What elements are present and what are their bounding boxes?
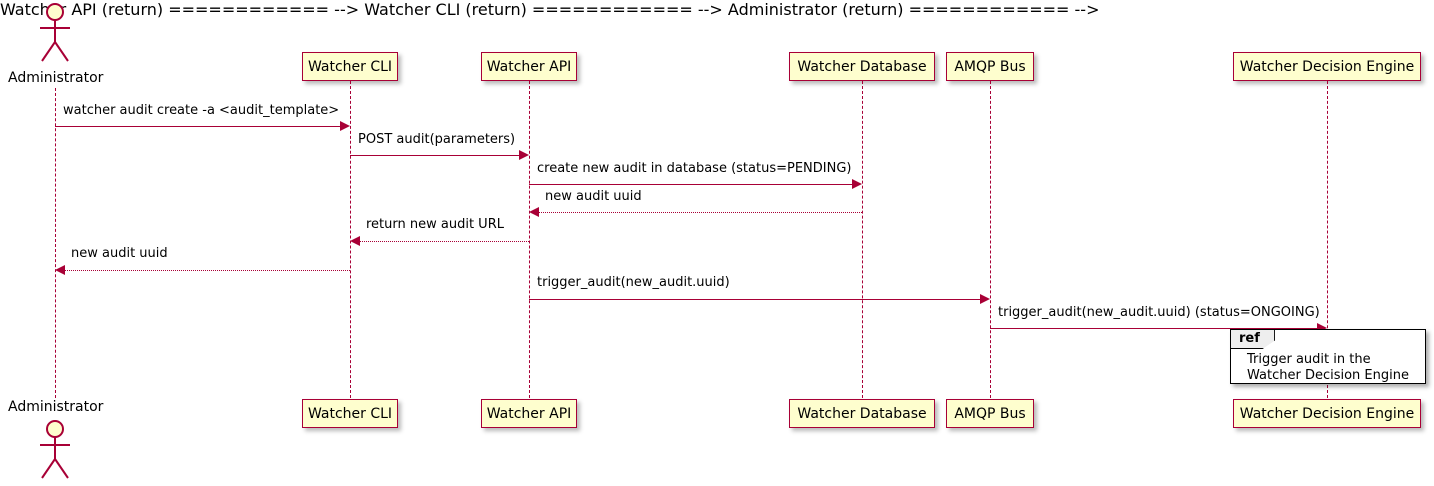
participant-decision-engine-top[interactable]: Watcher Decision Engine — [1233, 52, 1421, 81]
participant-watcher-cli-bottom[interactable]: Watcher CLI — [302, 399, 398, 428]
ref-fragment-text: Trigger audit in the Watcher Decision En… — [1247, 352, 1409, 383]
message-arrowhead-3 — [529, 207, 539, 217]
ref-fragment-keyword: ref — [1231, 330, 1275, 349]
participant-label: AMQP Bus — [954, 405, 1026, 422]
message-line-5 — [65, 270, 350, 271]
participant-watcher-database-bottom[interactable]: Watcher Database — [789, 399, 935, 428]
participant-label: Watcher Database — [797, 405, 927, 422]
message-arrowhead-2 — [852, 179, 862, 189]
participant-watcher-cli-top[interactable]: Watcher CLI — [302, 52, 398, 81]
lifeline-amqp-bus — [990, 81, 991, 398]
message-label-4: return new audit URL — [366, 217, 504, 232]
participant-label: Watcher CLI — [307, 58, 393, 75]
message-arrowhead-5 — [55, 265, 65, 275]
participant-amqp-bus-top[interactable]: AMQP Bus — [946, 52, 1034, 81]
participant-label: Watcher Database — [797, 58, 927, 75]
message-line-6 — [529, 299, 980, 300]
message-label-3: new audit uuid — [545, 189, 642, 204]
participant-watcher-api-bottom[interactable]: Watcher API — [481, 399, 577, 428]
message-label-5: new audit uuid — [71, 246, 168, 261]
participant-watcher-database-top[interactable]: Watcher Database — [789, 52, 935, 81]
message-arrowhead-4 — [350, 236, 360, 246]
message-arrowhead-6 — [980, 294, 990, 304]
participant-label: Watcher Decision Engine — [1239, 405, 1415, 422]
message-label-0: watcher audit create -a <audit_template> — [63, 103, 340, 118]
message-line-3 — [539, 212, 862, 213]
participant-decision-engine-bottom[interactable]: Watcher Decision Engine — [1233, 399, 1421, 428]
message-line-1 — [350, 155, 519, 156]
actor-administrator-bottom-label: Administrator — [8, 399, 104, 415]
lifeline-administrator — [55, 88, 56, 398]
message-arrowhead-1 — [519, 150, 529, 160]
message-label-6: trigger_audit(new_audit.uuid) — [537, 275, 730, 290]
actor-administrator-bottom — [31, 419, 79, 485]
message-line-4 — [360, 241, 529, 242]
actor-administrator-top — [31, 2, 79, 68]
message-label-2: create new audit in database (status=PEN… — [537, 161, 852, 176]
participant-label: AMQP Bus — [954, 58, 1026, 75]
message-arrowhead-7 — [1317, 323, 1327, 333]
message-label-7: trigger_audit(new_audit.uuid) (status=ON… — [998, 305, 1320, 320]
message-label-1: POST audit(parameters) — [358, 132, 516, 147]
participant-label: Watcher CLI — [307, 405, 393, 422]
lifeline-watcher-api — [529, 81, 530, 398]
ref-fragment: ref Trigger audit in the Watcher Decisio… — [1230, 329, 1426, 384]
participant-label: Watcher API — [486, 58, 572, 75]
message-line-0 — [55, 126, 340, 127]
lifeline-decision-engine — [1327, 81, 1328, 398]
lifeline-watcher-database — [862, 81, 863, 398]
participant-label: Watcher API — [486, 405, 572, 422]
message-line-7 — [990, 328, 1317, 329]
message-arrowhead-0 — [340, 121, 350, 131]
actor-administrator-top-label: Administrator — [8, 70, 104, 86]
participant-label: Watcher Decision Engine — [1239, 58, 1415, 75]
message-line-2 — [529, 184, 852, 185]
participant-amqp-bus-bottom[interactable]: AMQP Bus — [946, 399, 1034, 428]
participant-watcher-api-top[interactable]: Watcher API — [481, 52, 577, 81]
